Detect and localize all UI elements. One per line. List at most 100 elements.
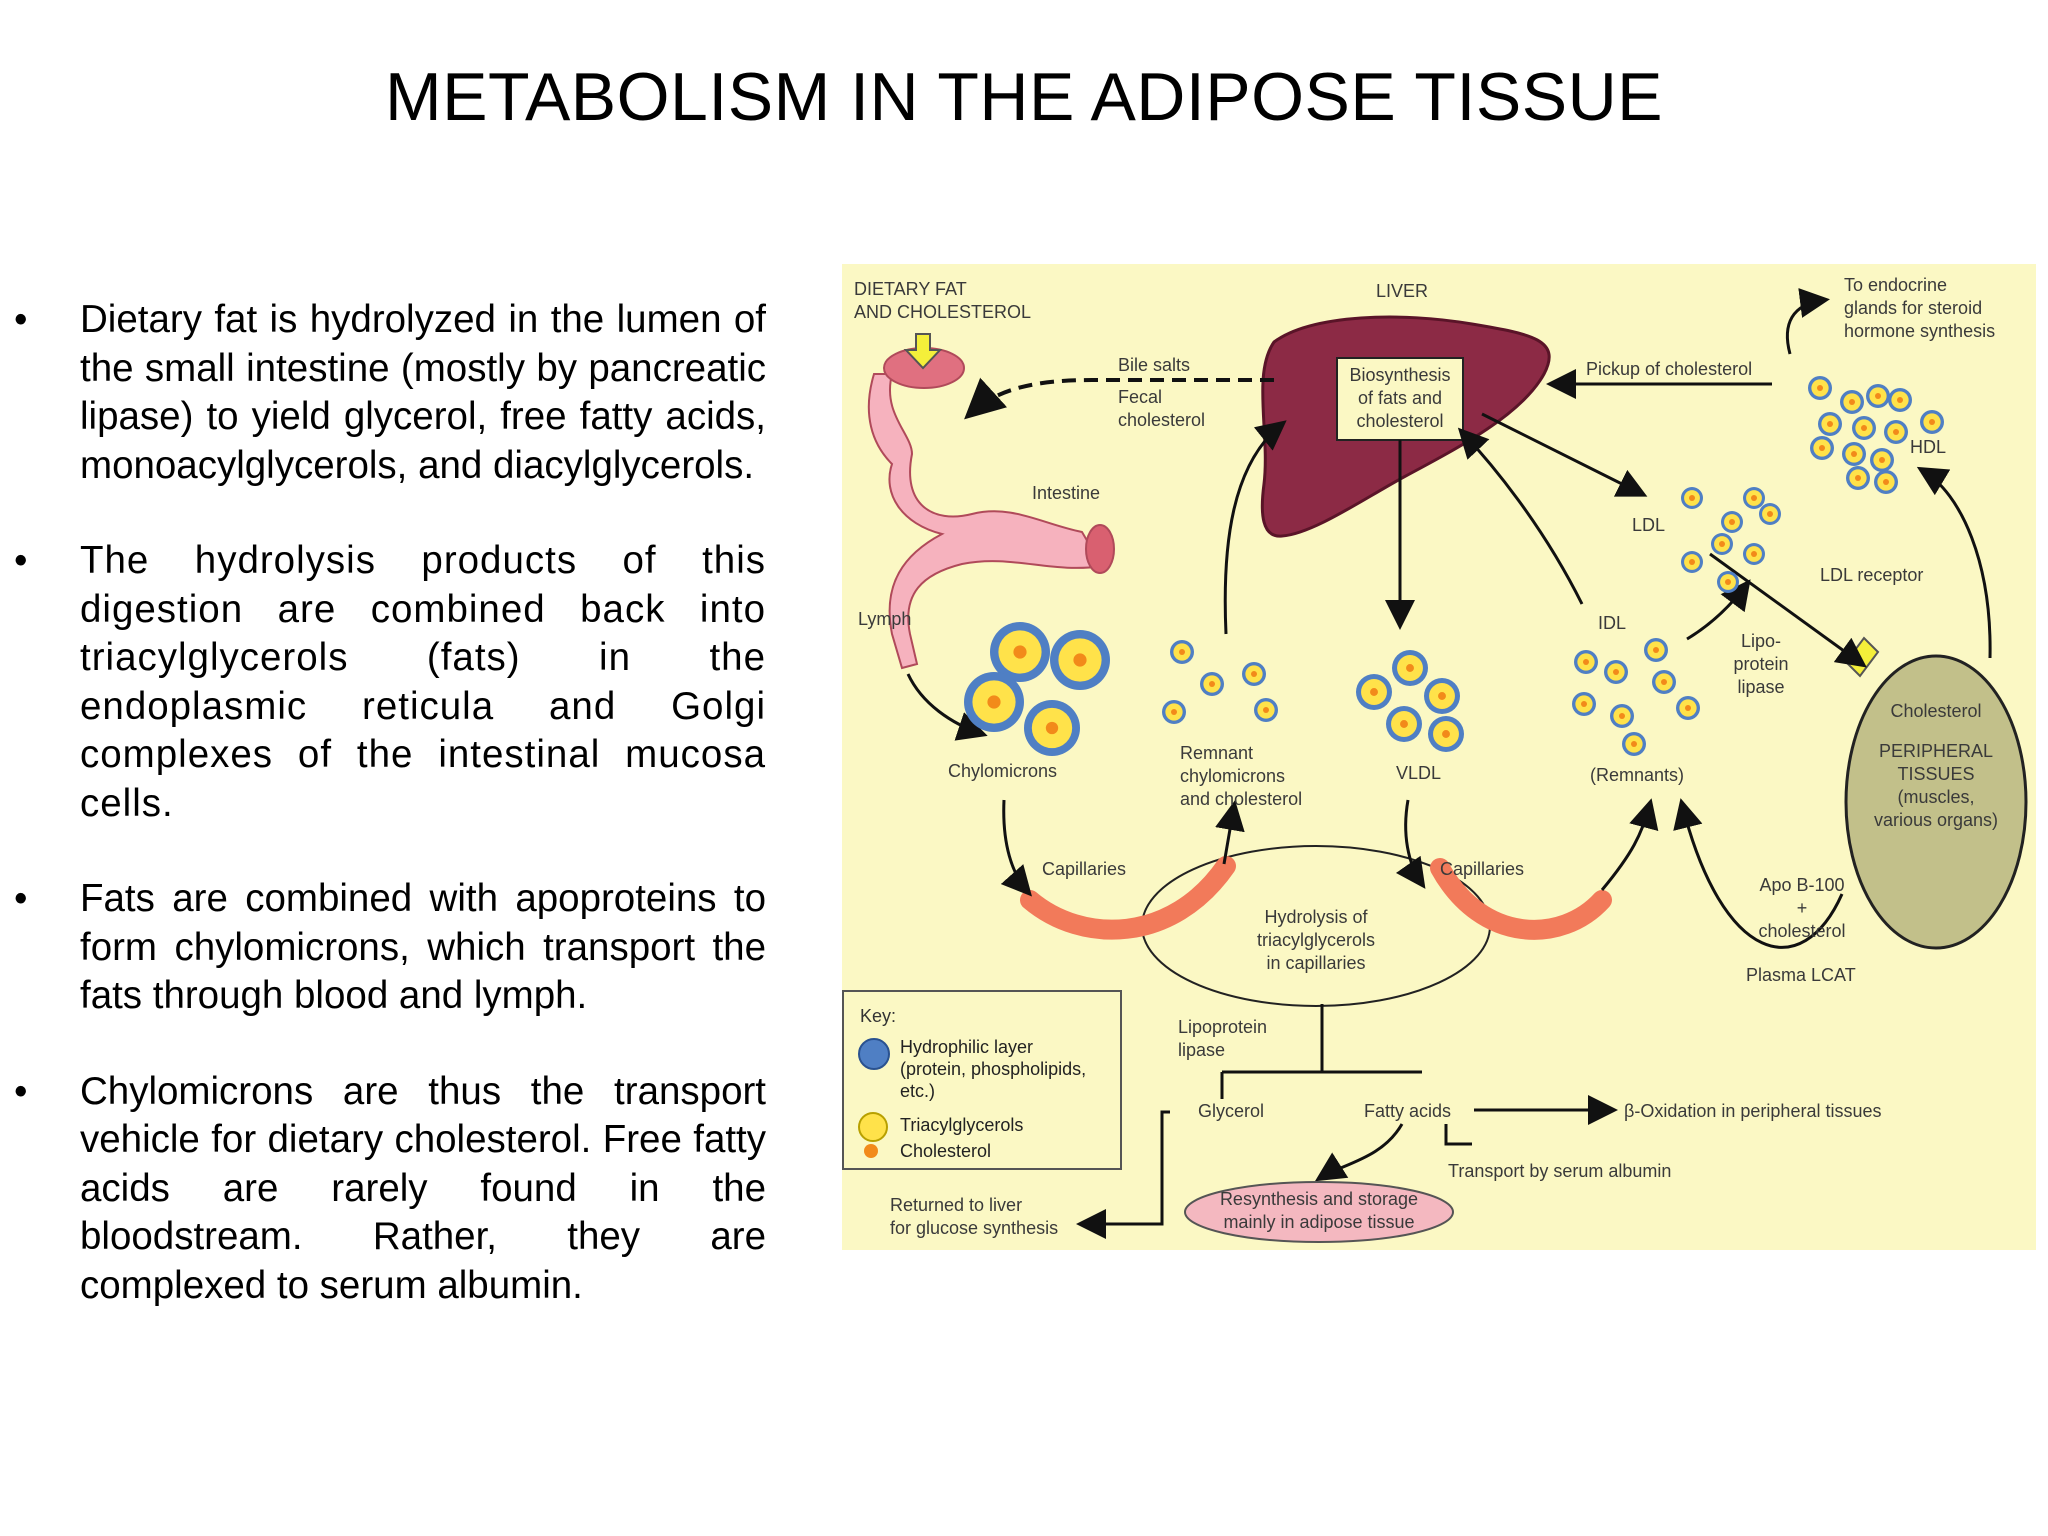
peripheral-tissues-ellipse [1844, 654, 2028, 950]
label-intestine: Intestine [1032, 483, 1101, 503]
label-dietary-fat: DIETARY FAT AND CHOLESTEROL [854, 279, 1032, 322]
hdl-particle [1810, 436, 1834, 460]
arrow-idl-to-liver [1457, 427, 1584, 605]
label-hdl: HDL [1910, 437, 1947, 457]
key-cholesterol: Cholesterol [900, 1141, 992, 1161]
idl-particle [1574, 650, 1598, 674]
capillary-left [1020, 856, 1236, 940]
ldl-particle [1743, 543, 1765, 565]
label-apo-b100: Apo B-100 + cholesterol [1758, 875, 1846, 941]
label-resynthesis: Resynthesis and storage mainly in adipos… [1219, 1189, 1419, 1232]
hydrophilic-swatch-icon [858, 1038, 890, 1070]
label-transport-albumin: Transport by serum albumin [1448, 1161, 1672, 1181]
ldl-particle [1743, 487, 1765, 509]
idl-particle [1610, 704, 1634, 728]
diagram-key: Key: Hydrophilic layer (protein, phospho… [842, 990, 1122, 1170]
label-vldl: VLDL [1396, 763, 1442, 783]
idl-particle [1604, 660, 1628, 684]
arrow-cap-to-idl [1600, 798, 1659, 891]
diagram-graphics [867, 288, 2028, 1243]
arrow-fatty-to-resynthesis [1314, 1123, 1404, 1182]
arrow-chylo-to-cap [1000, 799, 1032, 897]
remnant-particle [1170, 640, 1194, 664]
ldl-particle [1717, 571, 1739, 593]
label-lipoprotein-lipase: Lipo- protein lipase [1733, 631, 1789, 697]
idl-particle [1572, 692, 1596, 716]
vldl-particle [1424, 678, 1460, 714]
label-pickup-cholesterol: Pickup of cholesterol [1586, 359, 1753, 379]
label-capillaries-left: Capillaries [1042, 859, 1127, 879]
idl-particle [1622, 732, 1646, 756]
remnant-particle [1242, 662, 1266, 686]
key-title: Key: [860, 1006, 897, 1026]
label-chylomicrons: Chylomicrons [948, 761, 1058, 781]
ldl-particle [1721, 511, 1743, 533]
label-liver: LIVER [1376, 281, 1429, 301]
idl-particle [1676, 696, 1700, 720]
hdl-particle [1874, 470, 1898, 494]
label-beta-oxidation: β-Oxidation in peripheral tissues [1624, 1101, 1882, 1121]
bullet-marker: • [14, 298, 28, 341]
bullet-text: Fats are combined with apoproteins to fo… [80, 877, 766, 1017]
chylomicron-particle [1050, 630, 1110, 690]
arrow-liver-ldl [1481, 412, 1648, 497]
bullet-list: • Dietary fat is hydrolyzed in the lumen… [14, 296, 766, 1310]
bullet-item: • The hydrolysis products of this digest… [14, 537, 766, 828]
bullet-item: • Chylomicrons are thus the transport ve… [14, 1068, 766, 1311]
arrow-lipase-to-ldl [1686, 579, 1751, 641]
cholesterol-swatch-icon [864, 1144, 878, 1158]
bullet-item: • Fats are combined with apoproteins to … [14, 875, 766, 1021]
vldl-particle [1392, 650, 1428, 686]
label-plasma-lcat: Plasma LCAT [1746, 965, 1856, 985]
hdl-particle [1870, 448, 1894, 472]
arrow-to-endocrine [1785, 288, 1830, 355]
label-cholesterol: Cholesterol [1890, 701, 1982, 721]
bullet-text: The hydrolysis products of this digestio… [80, 539, 766, 825]
resynthesis-ellipse [1184, 1181, 1454, 1243]
bullet-item: • Dietary fat is hydrolyzed in the lumen… [14, 296, 766, 490]
hdl-particle [1842, 442, 1866, 466]
dietary-fat-arrow [903, 333, 943, 370]
idl-particle [1644, 638, 1668, 662]
label-biosynthesis: Biosynthesis of fats and cholesterol [1349, 365, 1451, 431]
hdl-particle [1852, 416, 1876, 440]
label-ldl-receptor: LDL receptor [1820, 565, 1924, 585]
arrow-lcat [1673, 798, 1844, 949]
label-glycerol: Glycerol [1198, 1101, 1265, 1121]
label-returned-liver: Returned to liver for glucose synthesis [890, 1195, 1059, 1238]
bullet-marker: • [14, 539, 29, 582]
hdl-particle [1818, 412, 1842, 436]
label-hydrolysis: Hydrolysis of triacylglycerols in capill… [1256, 907, 1376, 973]
arrow-peripheral-to-hdl [1916, 466, 1992, 659]
bullet-marker: • [14, 877, 28, 920]
lipoprotein-particles [964, 376, 1944, 756]
key-hydrophilic: Hydrophilic layer (protein, phospholipid… [900, 1037, 1087, 1101]
arrow-glycerol-to-liver [1076, 1110, 1170, 1239]
arrow-fatty-to-albumin [1444, 1124, 1472, 1146]
label-capillaries-right: Capillaries [1440, 859, 1525, 879]
hdl-particle [1866, 384, 1890, 408]
label-lymph: Lymph [858, 609, 912, 629]
hdl-particle [1888, 388, 1912, 412]
chylomicron-particle [1024, 700, 1080, 756]
chylomicron-particle [990, 622, 1050, 682]
label-remnants: (Remnants) [1590, 765, 1685, 785]
arrow-ldl-to-receptor [1709, 552, 1867, 668]
arrow-lymph [906, 673, 988, 741]
label-idl: IDL [1598, 613, 1627, 633]
remnant-particle [1254, 698, 1278, 722]
bullet-marker: • [14, 1069, 28, 1113]
vldl-particle [1386, 706, 1422, 742]
remnant-particle [1162, 700, 1186, 724]
arrow-lipase-split [1222, 1004, 1422, 1074]
label-remnant-chylomicrons: Remnant chylomicrons and cholesterol [1180, 743, 1303, 809]
label-lipoprotein-lipase-2: Lipoprotein lipase [1178, 1017, 1268, 1060]
chylomicron-particle [964, 672, 1024, 732]
bullet-text: Dietary fat is hydrolyzed in the lumen o… [80, 298, 766, 487]
ldl-particle [1759, 503, 1781, 525]
label-ldl: LDL [1632, 515, 1666, 535]
vldl-particle [1428, 716, 1464, 752]
label-fecal-cholesterol: Fecal cholesterol [1118, 387, 1206, 430]
biosynthesis-box [1336, 357, 1464, 441]
bullet-text: Chylomicrons are thus the transport vehi… [80, 1069, 766, 1307]
